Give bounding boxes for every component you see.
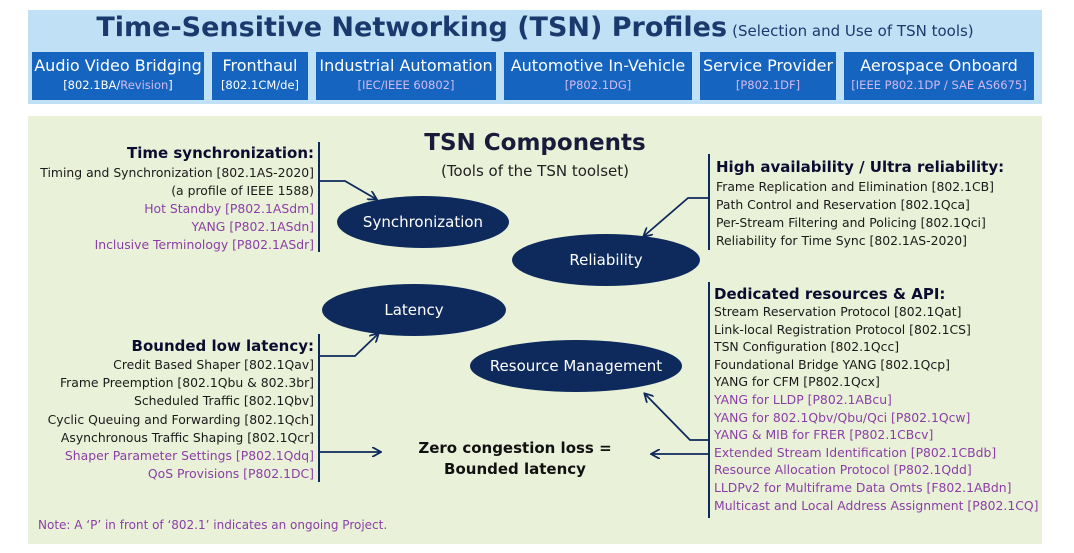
latency-item: Shaper Parameter Settings [P802.1Qdq] (64, 448, 314, 464)
reliability-item: Per-Stream Filtering and Policing [802.1… (716, 215, 986, 230)
profile-std-part: [802.1CM/de] (220, 78, 300, 92)
profile-standard: [IEC/IEEE 60802] (316, 78, 496, 92)
profile-name: Aerospace Onboard (860, 56, 1018, 75)
reliability-item: Path Control and Reservation [802.1Qca] (716, 197, 970, 212)
resources-item: Extended Stream Identification [P802.1CB… (714, 444, 997, 460)
zero-congestion-line2: Bounded latency (444, 460, 586, 478)
zero-congestion-line1: Zero congestion loss = (418, 439, 612, 457)
components-panel (28, 116, 1042, 544)
profile-std-part: [P802.1DG] (564, 78, 632, 92)
time-sync-list: Timing and Synchronization [802.1AS-2020… (40, 164, 314, 254)
reliability-ellipse: Reliability (512, 234, 700, 286)
latency-item: Cyclic Queuing and Forwarding [802.1Qch] (47, 411, 314, 427)
profile-standard: [802.1BA/Revision] (32, 78, 204, 92)
resources-item: Stream Reservation Protocol [802.1Qat] (714, 304, 962, 319)
reliability-bar (708, 154, 710, 250)
reliability-item: Frame Replication and Elimination [802.1… (716, 179, 994, 194)
profile-audio-video-bridging: Audio Video Bridging [802.1BA/Revision] (32, 52, 204, 100)
title-main: Time-Sensitive Networking (TSN) Profiles (96, 12, 728, 43)
page-title: Time-Sensitive Networking (TSN) Profiles… (28, 12, 1042, 43)
time-sync-item: Inclusive Terminology [P802.1ASdr] (94, 237, 314, 252)
time-sync-item: YANG [P802.1ASdn] (191, 219, 314, 234)
profile-std-part: [802.1BA/ (63, 78, 121, 92)
latency-bar (318, 334, 320, 482)
time-sync-item: Hot Standby [P802.1ASdm] (144, 201, 314, 216)
resources-item: YANG for CFM [P802.1Qcx] (714, 374, 880, 390)
profile-name: Automotive In-Vehicle (510, 56, 686, 75)
resources-item: Link-local Registration Protocol [802.1C… (714, 321, 971, 337)
latency-item: Frame Preemption [802.1Qbu & 802.3br] (59, 375, 314, 391)
reliability-list: Frame Replication and Elimination [802.1… (716, 178, 1004, 250)
time-sync-bar (318, 142, 320, 252)
profile-service-provider: Service Provider [P802.1DF] (700, 52, 836, 100)
resources-item: YANG & MIB for FRER [P802.1CBcv] (714, 427, 934, 443)
time-sync-item: Timing and Synchronization [802.1AS-2020… (40, 165, 314, 180)
resources-group: Dedicated resources & API: Stream Reserv… (714, 285, 1038, 514)
resources-item: YANG for 802.1Qbv/Qbu/Qci [P802.1Qcw] (714, 409, 971, 425)
latency-item: Scheduled Traffic [802.1Qbv] (134, 393, 314, 409)
reliability-group: High availability / Ultra reliability: F… (716, 158, 1004, 250)
profile-automotive-in-vehicle: Automotive In-Vehicle [P802.1DG] (504, 52, 692, 100)
latency-group: Bounded low latency: Credit Based Shaper… (48, 337, 314, 483)
title-subtitle: (Selection and Use of TSN tools) (732, 22, 974, 40)
resources-list: Stream Reservation Protocol [802.1Qat] Li… (714, 303, 1038, 514)
profile-std-part: [IEEE P802.1DP / SAE AS6675] (851, 78, 1027, 92)
synchronization-ellipse: Synchronization (337, 196, 509, 248)
latency-item: Credit Based Shaper [802.1Qav] (113, 357, 314, 372)
latency-item: QoS Provisions [P802.1DC] (147, 466, 314, 482)
profile-std-part: [P802.1DF] (735, 78, 801, 92)
profile-name: Audio Video Bridging (34, 56, 202, 75)
profile-fronthaul: Fronthaul [802.1CM/de] (212, 52, 308, 100)
profile-std-part: [IEC/IEEE 60802] (357, 78, 455, 92)
profile-std-part: Revision (120, 78, 169, 92)
latency-heading: Bounded low latency: (131, 337, 314, 355)
profile-standard: [P802.1DG] (504, 78, 692, 92)
profile-aerospace-onboard: Aerospace Onboard [IEEE P802.1DP / SAE A… (844, 52, 1034, 100)
arrow-latency (320, 334, 378, 357)
resources-heading: Dedicated resources & API: (714, 285, 946, 303)
profile-name: Industrial Automation (319, 56, 493, 75)
profile-industrial-automation: Industrial Automation [IEC/IEEE 60802] (316, 52, 496, 100)
components-title: TSN Components (424, 130, 646, 156)
resources-item: Resource Allocation Protocol [P802.1Qdd] (714, 462, 972, 478)
time-sync-heading: Time synchronization: (126, 144, 314, 162)
resources-bar (708, 282, 710, 518)
profile-standard: [802.1CM/de] (212, 78, 308, 92)
time-sync-group: Time synchronization: Timing and Synchro… (40, 144, 314, 254)
profile-name: Fronthaul (222, 56, 298, 75)
resources-item: TSN Configuration [802.1Qcc] (714, 339, 900, 355)
resource-management-ellipse: Resource Management (470, 340, 682, 392)
resources-item: Foundational Bridge YANG [802.1Qcp] (714, 356, 950, 372)
resources-item: YANG for LLDP [P802.1ABcu] (714, 391, 892, 407)
resources-item: Multicast and Local Address Assignment [… (714, 497, 1039, 513)
profile-name: Service Provider (702, 56, 834, 75)
latency-list: Credit Based Shaper [802.1Qav] Frame Pree… (48, 356, 314, 483)
resources-item: LLDPv2 for Multiframe Data Omts [F802.1A… (714, 479, 1012, 495)
reliability-item: Reliability for Time Sync [802.1AS-2020] (716, 233, 968, 248)
components-subtitle: (Tools of the TSN toolset) (440, 162, 630, 180)
time-sync-item: (a profile of IEEE 1588) (171, 183, 314, 198)
latency-item: Asynchronous Traffic Shaping [802.1Qcr] (60, 429, 314, 445)
footnote: Note: A ‘P’ in front of ‘802.1’ indicate… (38, 518, 388, 532)
profile-std-part: ] (168, 78, 173, 92)
arrow-time-sync (320, 180, 376, 199)
zero-congestion-label: Zero congestion loss = Bounded latency (400, 438, 630, 480)
arrow-resource-management (645, 394, 710, 441)
profile-standard: [P802.1DF] (700, 78, 836, 92)
profile-standard: [IEEE P802.1DP / SAE AS6675] (844, 78, 1034, 92)
latency-ellipse: Latency (322, 284, 506, 336)
arrow-reliability (644, 197, 710, 236)
reliability-heading: High availability / Ultra reliability: (716, 158, 1005, 176)
